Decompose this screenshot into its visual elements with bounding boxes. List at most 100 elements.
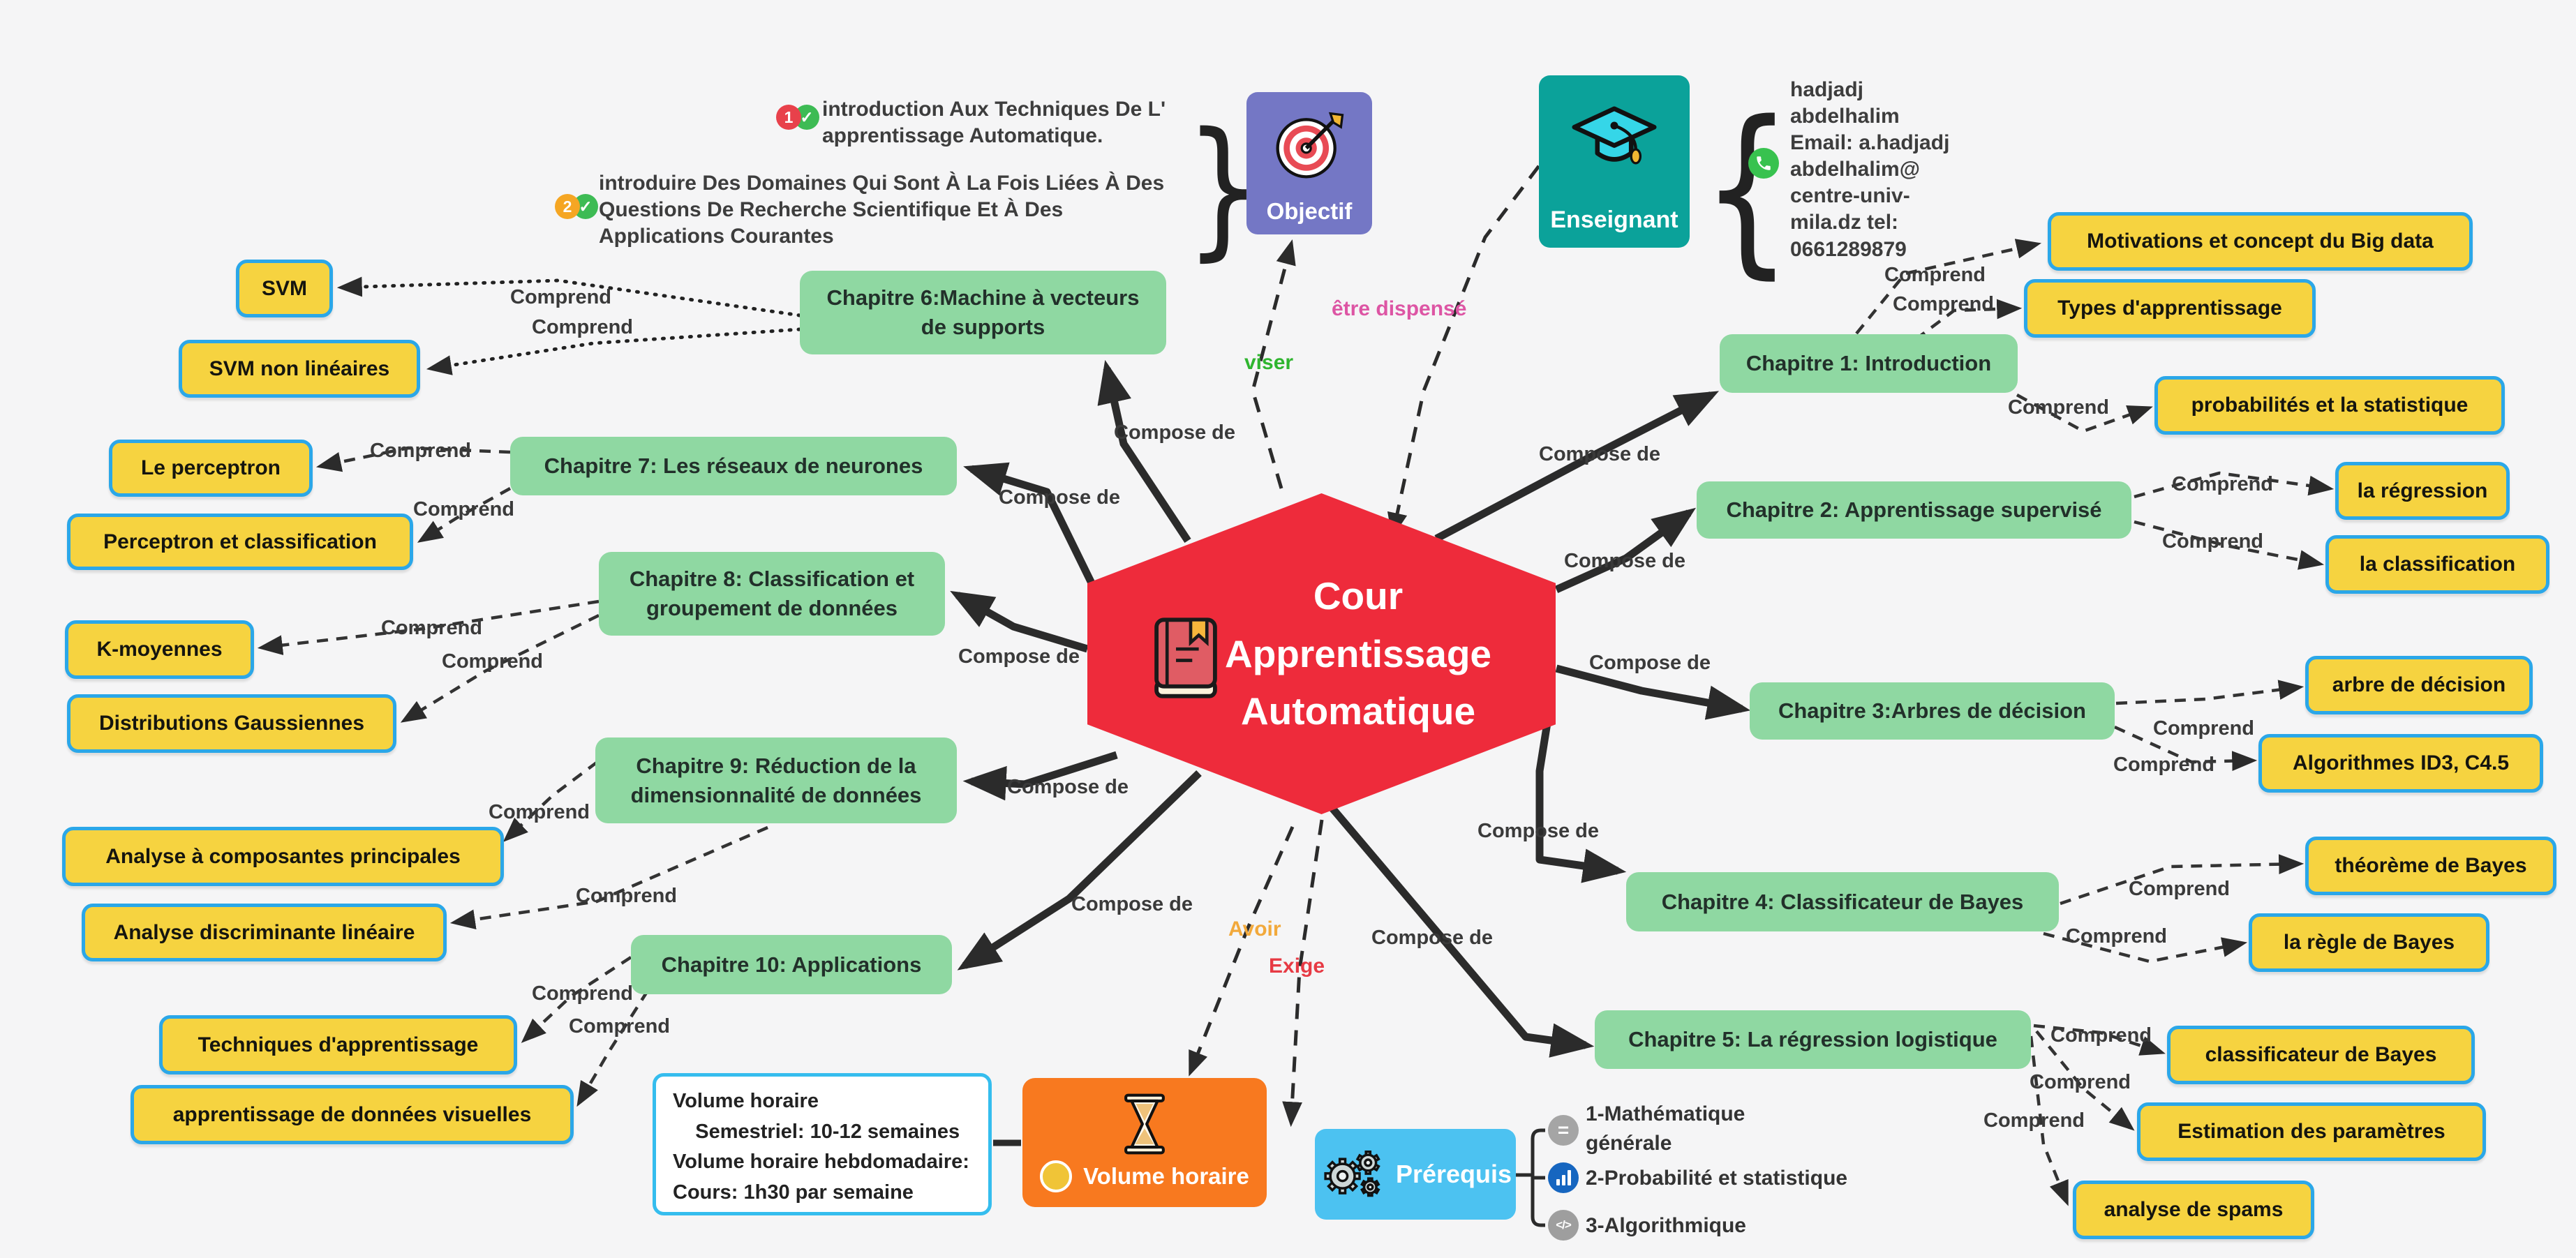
topic-svm-non-lineaires[interactable]: SVM non linéaires — [179, 340, 420, 398]
edge-label-comprend: Comprend — [532, 316, 633, 338]
target-icon — [1276, 112, 1344, 179]
bullet-circle-icon — [1040, 1160, 1073, 1192]
node-volume-horaire[interactable]: Volume horaire — [1022, 1078, 1267, 1207]
node-chapitre-9[interactable]: Chapitre 9: Réduction de la dimensionnal… — [595, 737, 957, 823]
topic-regle-de-bayes[interactable]: la règle de Bayes — [2249, 913, 2489, 972]
topic-distributions-gaussiennes[interactable]: Distributions Gaussiennes — [67, 694, 396, 753]
edge-label-compose: Compose de — [1007, 776, 1129, 798]
edge-label-comprend: Comprend — [2162, 530, 2263, 553]
topic-theoreme-de-bayes[interactable]: théorème de Bayes — [2305, 837, 2556, 895]
node-chapitre-5[interactable]: Chapitre 5: La régression logistique — [1595, 1010, 2031, 1069]
node-objectif-label: Objectif — [1266, 198, 1353, 224]
node-chapitre-1[interactable]: Chapitre 1: Introduction — [1720, 334, 2018, 393]
edge-label-comprend: Comprend — [489, 801, 590, 823]
topic-la-regression[interactable]: la régression — [2335, 462, 2510, 520]
topic-analyse-composantes-principales[interactable]: Analyse à composantes principales — [62, 827, 504, 886]
edge-label-comprend: Comprend — [2129, 878, 2230, 900]
node-enseignant[interactable]: Enseignant — [1539, 75, 1690, 248]
edge-label-comprend: Comprend — [442, 650, 543, 673]
topic-k-moyennes[interactable]: K-moyennes — [65, 620, 254, 679]
objective-item-1: introduction Aux Techniques De L' appren… — [822, 98, 1166, 148]
topic-le-perceptron[interactable]: Le perceptron — [109, 440, 313, 497]
objective-1-badges: 1 ✓ — [776, 105, 819, 130]
topic-la-classification[interactable]: la classification — [2325, 535, 2549, 594]
graduation-cap-icon — [1572, 106, 1657, 165]
node-volume-horaire-label: Volume horaire — [1083, 1162, 1249, 1189]
edge-label-comprend: Comprend — [370, 440, 471, 462]
edge-label-avoir: Avoir — [1228, 918, 1281, 941]
edge-label-comprend: Comprend — [2050, 1024, 2152, 1047]
node-chapitre-2[interactable]: Chapitre 2: Apprentissage supervisé — [1697, 481, 2131, 539]
prerequis-item-3: 3-Algorithmique — [1586, 1214, 1746, 1237]
enseignant-contact: hadjadj abdelhalim Email: a.hadjadj abde… — [1790, 78, 1950, 261]
edge-label-exige: Exige — [1269, 954, 1325, 978]
edge-avoir — [1189, 825, 1295, 1077]
topic-motivations-big-data[interactable]: Motivations et concept du Big data — [2048, 212, 2473, 271]
phone-icon — [1748, 148, 1779, 179]
central-topic[interactable]: Cour Apprentissage Automatique — [1087, 493, 1556, 814]
edge-label-compose: Compose de — [999, 486, 1121, 509]
edge-label-compose: Compose de — [1477, 820, 1600, 842]
enseignant-brace: { — [1702, 82, 1793, 296]
node-chapitre-4[interactable]: Chapitre 4: Classificateur de Bayes — [1626, 872, 2059, 931]
topic-apprentissage-donnees-visuelles[interactable]: apprentissage de données visuelles — [131, 1085, 574, 1144]
edge-label-viser: viser — [1244, 351, 1294, 374]
topic-types-apprentissage[interactable]: Types d'apprentissage — [2024, 279, 2316, 338]
prerequis-item-2: 2-Probabilité et statistique — [1586, 1167, 1848, 1190]
node-objectif[interactable]: Objectif — [1246, 92, 1372, 234]
edge-label-compose: Compose de — [958, 645, 1080, 668]
node-chapitre-8[interactable]: Chapitre 8: Classification et groupement… — [599, 552, 945, 636]
central-topic-title: Cour Apprentissage Automatique — [1224, 574, 1492, 733]
edge-label-comprend: Comprend — [1893, 293, 1994, 315]
edge-label-compose: Compose de — [1564, 550, 1686, 572]
node-enseignant-label: Enseignant — [1550, 207, 1678, 233]
node-prerequis[interactable]: Prérequis — [1315, 1129, 1516, 1220]
edge-label-comprend: Comprend — [2030, 1071, 2131, 1093]
edge-label-compose: Compose de — [1071, 893, 1193, 915]
bar-chart-icon — [1548, 1162, 1579, 1193]
topic-arbre-de-decision[interactable]: arbre de décision — [2305, 656, 2533, 714]
topic-classificateur-de-bayes[interactable]: classificateur de Bayes — [2167, 1026, 2475, 1084]
prerequis-bracket — [1516, 1128, 1545, 1227]
node-chapitre-6[interactable]: Chapitre 6:Machine à vecteurs de support… — [800, 271, 1166, 354]
edge-compose-ch1 — [1434, 391, 1720, 542]
edge-compose-ch10 — [957, 770, 1202, 971]
node-chapitre-10[interactable]: Chapitre 10: Applications — [631, 935, 952, 994]
edge-label-comprend: Comprend — [381, 617, 482, 639]
edge-label-compose: Compose de — [1539, 443, 1661, 465]
equals-icon: = — [1548, 1115, 1579, 1146]
topic-estimation-parametres[interactable]: Estimation des paramètres — [2137, 1102, 2486, 1161]
topic-techniques-apprentissage[interactable]: Techniques d'apprentissage — [159, 1015, 517, 1074]
topic-probabilites-statistique[interactable]: probabilités et la statistique — [2154, 376, 2505, 435]
topic-analyse-de-spams[interactable]: analyse de spams — [2073, 1181, 2314, 1239]
edge-compose-ch4 — [1535, 701, 1627, 883]
hourglass-icon — [1124, 1093, 1165, 1154]
edge-label-comprend: Comprend — [2066, 925, 2167, 948]
edge-ch3-arbre — [2115, 680, 2305, 705]
node-chapitre-7[interactable]: Chapitre 7: Les réseaux de neurones — [510, 437, 957, 495]
node-chapitre-3[interactable]: Chapitre 3:Arbres de décision — [1750, 682, 2115, 740]
topic-analyse-discriminante-lineaire[interactable]: Analyse discriminante linéaire — [82, 904, 447, 961]
edge-label-compose: Compose de — [1114, 421, 1236, 444]
topic-perceptron-classification[interactable]: Perceptron et classification — [67, 514, 413, 570]
objective-item-2: introduire Des Domaines Qui Sont À La Fo… — [599, 172, 1165, 248]
edge-label-compose: Compose de — [1371, 927, 1494, 949]
edge-label-comprend: Comprend — [2153, 717, 2254, 740]
edge-label-compose: Compose de — [1589, 652, 1711, 674]
edge-ch10-visuelles — [576, 989, 649, 1107]
topic-svm[interactable]: SVM — [236, 260, 333, 317]
book-icon — [1154, 617, 1217, 698]
edge-label-comprend: Comprend — [576, 885, 677, 907]
prerequis-item-1: 1-Mathématique générale — [1586, 1102, 1745, 1155]
edge-compose-ch8 — [950, 590, 1089, 653]
edge-dispense — [1387, 165, 1540, 539]
code-icon: </> — [1548, 1210, 1579, 1241]
edge-label-comprend: Comprend — [1884, 264, 1986, 286]
edge-label-comprend: Comprend — [1983, 1109, 2085, 1132]
topic-algorithmes-id3-c45[interactable]: Algorithmes ID3, C4.5 — [2258, 734, 2543, 793]
edge-label-comprend: Comprend — [2172, 473, 2273, 495]
edge-label-comprend: Comprend — [2008, 396, 2109, 419]
volume-horaire-details[interactable]: Volume horaire Semestriel: 10-12 semaine… — [653, 1073, 992, 1215]
edge-label-comprend: Comprend — [569, 1015, 670, 1038]
